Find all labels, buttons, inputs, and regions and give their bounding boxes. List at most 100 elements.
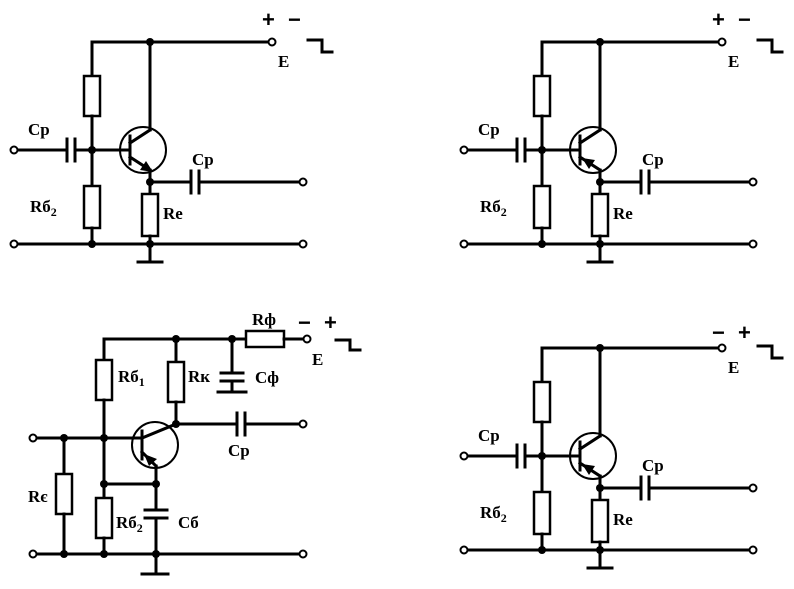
common-terminal bbox=[298, 549, 308, 559]
emitter-resistor-label: Re bbox=[613, 510, 633, 529]
supply-polarity-left: + bbox=[712, 7, 725, 32]
junction-dot bbox=[538, 240, 546, 248]
base-resistor-name: Rб bbox=[480, 503, 501, 522]
supply-polarity-left: − bbox=[712, 320, 725, 345]
junction-dot bbox=[100, 434, 108, 442]
supply-polarity-left: − bbox=[298, 310, 311, 335]
circuit-4: − + E Cp Cp Rб2 Re bbox=[459, 320, 784, 570]
transistor-collector bbox=[577, 127, 603, 146]
common-terminal bbox=[748, 239, 758, 249]
emitter-arrow bbox=[582, 464, 595, 475]
output-cap-label: Cp bbox=[642, 456, 664, 475]
filter-resistor-label: Rф bbox=[252, 310, 276, 329]
input-cap-label: Cp bbox=[478, 426, 500, 445]
supply-polarity-right: + bbox=[324, 310, 337, 335]
base-resistor-upper bbox=[532, 74, 552, 118]
battery-symbol bbox=[334, 338, 362, 352]
emitter-arrow bbox=[144, 454, 157, 466]
common-terminal bbox=[459, 239, 469, 249]
base-resistor-1-subscript: 1 bbox=[139, 375, 145, 389]
junction-dot bbox=[88, 146, 96, 154]
base-resistor-upper bbox=[532, 380, 552, 424]
circuit-1: + − E Cp Cp Rб2 Re bbox=[9, 7, 334, 264]
base-resistor-subscript: 2 bbox=[51, 205, 57, 219]
base-resistor-lower bbox=[532, 184, 552, 230]
junction-dot bbox=[596, 38, 604, 46]
transistor-collector bbox=[577, 433, 603, 452]
junction-dot bbox=[596, 240, 604, 248]
supply-label: E bbox=[728, 52, 739, 71]
junction-dot bbox=[596, 546, 604, 554]
emitter-resistor-label: Re bbox=[613, 204, 633, 223]
circuit-2: + − E Cp Cp Rб2 Re bbox=[459, 7, 784, 264]
base-resistor-label: Rб2 bbox=[30, 197, 57, 219]
output-cap-label: Cp bbox=[192, 150, 214, 169]
bypass-cap-label: Cб bbox=[178, 513, 199, 532]
supply-polarity-left: + bbox=[262, 7, 275, 32]
supply-label: E bbox=[278, 52, 289, 71]
filter-resistor bbox=[244, 329, 286, 349]
transistor bbox=[131, 421, 179, 469]
common-terminal bbox=[748, 545, 758, 555]
junction-dot bbox=[146, 240, 154, 248]
base-resistor-name: Rб bbox=[30, 197, 51, 216]
junction-dot bbox=[100, 550, 108, 558]
output-terminal bbox=[748, 483, 758, 493]
base-resistor-subscript: 2 bbox=[501, 205, 507, 219]
input-terminal bbox=[9, 145, 19, 155]
base-resistor-2-name: Rб bbox=[116, 513, 137, 532]
base-resistor-upper bbox=[82, 74, 102, 118]
emitter-arrow bbox=[582, 158, 595, 169]
base-resistor-subscript: 2 bbox=[501, 511, 507, 525]
battery-symbol bbox=[306, 38, 334, 54]
input-resistor-label: Rє bbox=[28, 487, 48, 506]
base-resistor-2 bbox=[94, 496, 114, 540]
junction-dot bbox=[538, 146, 546, 154]
transistor-collector bbox=[127, 127, 153, 146]
input-terminal bbox=[459, 451, 469, 461]
supply-terminal bbox=[267, 37, 277, 47]
base-resistor-1-label: Rб1 bbox=[118, 367, 145, 389]
junction-dot bbox=[596, 344, 604, 352]
junction-dot bbox=[100, 480, 108, 488]
base-resistor-1 bbox=[94, 358, 114, 402]
transistor-collector bbox=[140, 422, 178, 440]
junction-dot bbox=[538, 452, 546, 460]
base-resistor-2-label: Rб2 bbox=[116, 513, 143, 535]
junction-dot bbox=[60, 550, 68, 558]
junction-dot bbox=[152, 550, 160, 558]
supply-terminal bbox=[717, 37, 727, 47]
filter-cap-label: Cф bbox=[255, 368, 279, 387]
input-cap-label: Cp bbox=[28, 120, 50, 139]
base-resistor-label: Rб2 bbox=[480, 503, 507, 525]
emitter-resistor bbox=[140, 192, 160, 238]
supply-polarity-right: − bbox=[738, 7, 751, 32]
base-resistor-2-subscript: 2 bbox=[137, 521, 143, 535]
supply-terminal bbox=[302, 334, 312, 344]
emitter-resistor bbox=[590, 498, 610, 544]
output-cap-label: Cp bbox=[642, 150, 664, 169]
base-resistor-1-name: Rб bbox=[118, 367, 139, 386]
battery-symbol bbox=[756, 344, 784, 360]
junction-dot bbox=[538, 546, 546, 554]
input-terminal bbox=[28, 433, 38, 443]
collector-resistor-label: Rк bbox=[188, 367, 210, 386]
emitter-resistor-label: Re bbox=[163, 204, 183, 223]
base-resistor-label: Rб2 bbox=[480, 197, 507, 219]
junction-dot bbox=[146, 38, 154, 46]
input-terminal bbox=[459, 145, 469, 155]
output-terminal bbox=[298, 419, 308, 429]
battery-symbol bbox=[756, 38, 784, 54]
common-terminal bbox=[459, 545, 469, 555]
supply-polarity-right: − bbox=[288, 7, 301, 32]
base-resistor-lower bbox=[82, 184, 102, 230]
supply-label: E bbox=[728, 358, 739, 377]
output-terminal bbox=[748, 177, 758, 187]
supply-terminal bbox=[717, 343, 727, 353]
circuit-3: − + E Rф Cф Rб1 Rк Cp Rє Rб2 Cб bbox=[28, 310, 362, 576]
transistor bbox=[569, 432, 617, 480]
common-terminal bbox=[9, 239, 19, 249]
input-cap-label: Cp bbox=[478, 120, 500, 139]
